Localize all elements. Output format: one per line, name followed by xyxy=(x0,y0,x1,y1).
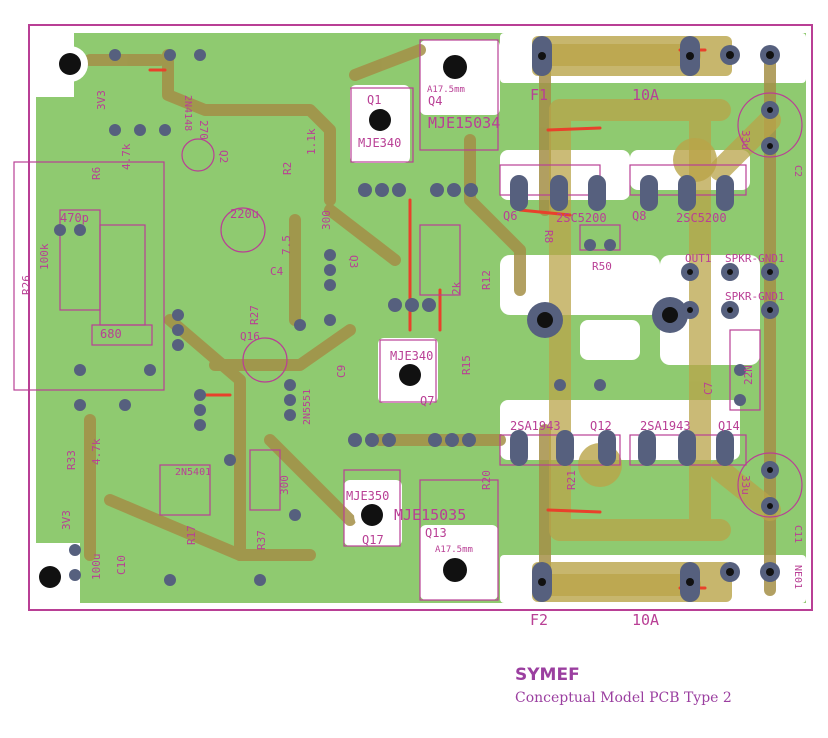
label-r12: R12 xyxy=(480,270,493,290)
label-3v3-top: 3V3 xyxy=(95,90,108,110)
label-hs2: A17.5mm xyxy=(435,545,473,555)
label-300b: 300 xyxy=(278,475,291,495)
label-100k: 100k xyxy=(38,243,51,270)
label-4k7b: 4.7k xyxy=(90,438,103,465)
label-22n: 22N xyxy=(742,365,755,385)
label-q1: Q1 xyxy=(367,93,381,107)
label-q7-part: MJE340 xyxy=(390,349,433,363)
caption-title: SYMEF xyxy=(515,665,580,685)
label-r2: R2 xyxy=(281,162,294,175)
silkscreen-labels: F1 10A F2 10A Q1 MJE340 Q4 MJE15034 A17.… xyxy=(20,85,803,629)
label-r37: R37 xyxy=(255,530,268,550)
label-r20: R20 xyxy=(480,470,493,490)
label-1k1: 1.1k xyxy=(305,128,318,155)
label-q13: Q13 xyxy=(425,526,447,540)
label-c4: C4 xyxy=(270,265,284,278)
label-q7: Q7 xyxy=(420,394,434,408)
label-q12: Q12 xyxy=(590,419,612,433)
label-q6: Q6 xyxy=(503,209,517,223)
pad-holes xyxy=(538,51,774,586)
pcb-layout: F1 10A F2 10A Q1 MJE340 Q4 MJE15034 A17.… xyxy=(13,24,813,629)
label-4k7: 4.7k xyxy=(120,143,133,170)
label-q4-part: MJE15034 xyxy=(428,114,500,132)
label-fuse2: 10A xyxy=(632,611,659,629)
label-c2: C2 xyxy=(792,165,803,177)
label-r21: R21 xyxy=(565,470,578,490)
label-q14: Q14 xyxy=(718,419,740,433)
label-r6: R6 xyxy=(90,167,103,180)
label-fuse1: 10A xyxy=(632,86,659,104)
label-q1-part: MJE340 xyxy=(358,136,401,150)
label-q14-part: 2SA1943 xyxy=(640,419,691,433)
label-ne01: NE01 xyxy=(792,565,803,589)
label-2k: 2k xyxy=(450,281,463,295)
label-q8: Q8 xyxy=(632,209,646,223)
label-q2: Q2 xyxy=(217,150,230,163)
label-7v5: 7.5 xyxy=(280,235,293,255)
label-c11: C11 xyxy=(792,525,803,543)
label-spkr2: SPKR-GND1 xyxy=(725,290,785,303)
label-2n5401: 2N5401 xyxy=(175,467,211,478)
label-220u: 220u xyxy=(230,207,259,221)
label-c7: C7 xyxy=(702,382,715,395)
label-r33: R33 xyxy=(65,450,78,470)
label-c9: C9 xyxy=(335,365,348,378)
label-r26: R26 xyxy=(20,275,33,295)
label-470p: 470p xyxy=(60,211,89,225)
label-q17: Q17 xyxy=(362,533,384,547)
label-3v3-bottom: 3V3 xyxy=(60,510,73,530)
label-q3: Q3 xyxy=(347,255,360,268)
label-q13-part: MJE15035 xyxy=(394,506,466,524)
label-c10: C10 xyxy=(115,555,128,575)
label-q4: Q4 xyxy=(428,94,442,108)
label-r50: R50 xyxy=(592,260,612,273)
label-f1: F1 xyxy=(530,86,548,104)
label-f2: F2 xyxy=(530,611,548,629)
label-r15: R15 xyxy=(460,355,473,375)
label-spkr1: SPKR-GND1 xyxy=(725,252,785,265)
label-r8: R8 xyxy=(542,230,555,243)
label-2n4148: 2N4148 xyxy=(182,95,193,131)
label-q12-part: 2SA1943 xyxy=(510,419,561,433)
caption-subtitle: Conceptual Model PCB Type 2 xyxy=(515,690,732,706)
mounting-holes xyxy=(32,46,688,595)
label-270: 270 xyxy=(197,120,210,140)
label-q8-part: 2SC5200 xyxy=(676,211,727,225)
label-300: 300 xyxy=(320,210,333,230)
label-hs1: A17.5mm xyxy=(427,85,465,95)
label-2n5551: 2N5551 xyxy=(302,389,313,425)
label-q16: Q16 xyxy=(240,330,260,343)
label-33u-bottom: 33u xyxy=(739,475,752,495)
pcb-board-view: F1 10A F2 10A Q1 MJE340 Q4 MJE15034 A17.… xyxy=(13,24,813,629)
label-q6-part: 2SC5200 xyxy=(556,211,607,225)
label-out1: OUT1 xyxy=(685,252,712,265)
label-q17-part: MJE350 xyxy=(346,489,389,503)
label-100u: 100u xyxy=(90,554,103,581)
label-r27: R27 xyxy=(248,305,261,325)
label-33u-top: 33u xyxy=(739,130,752,150)
label-r17: R17 xyxy=(185,525,198,545)
label-680: 680 xyxy=(100,327,122,341)
